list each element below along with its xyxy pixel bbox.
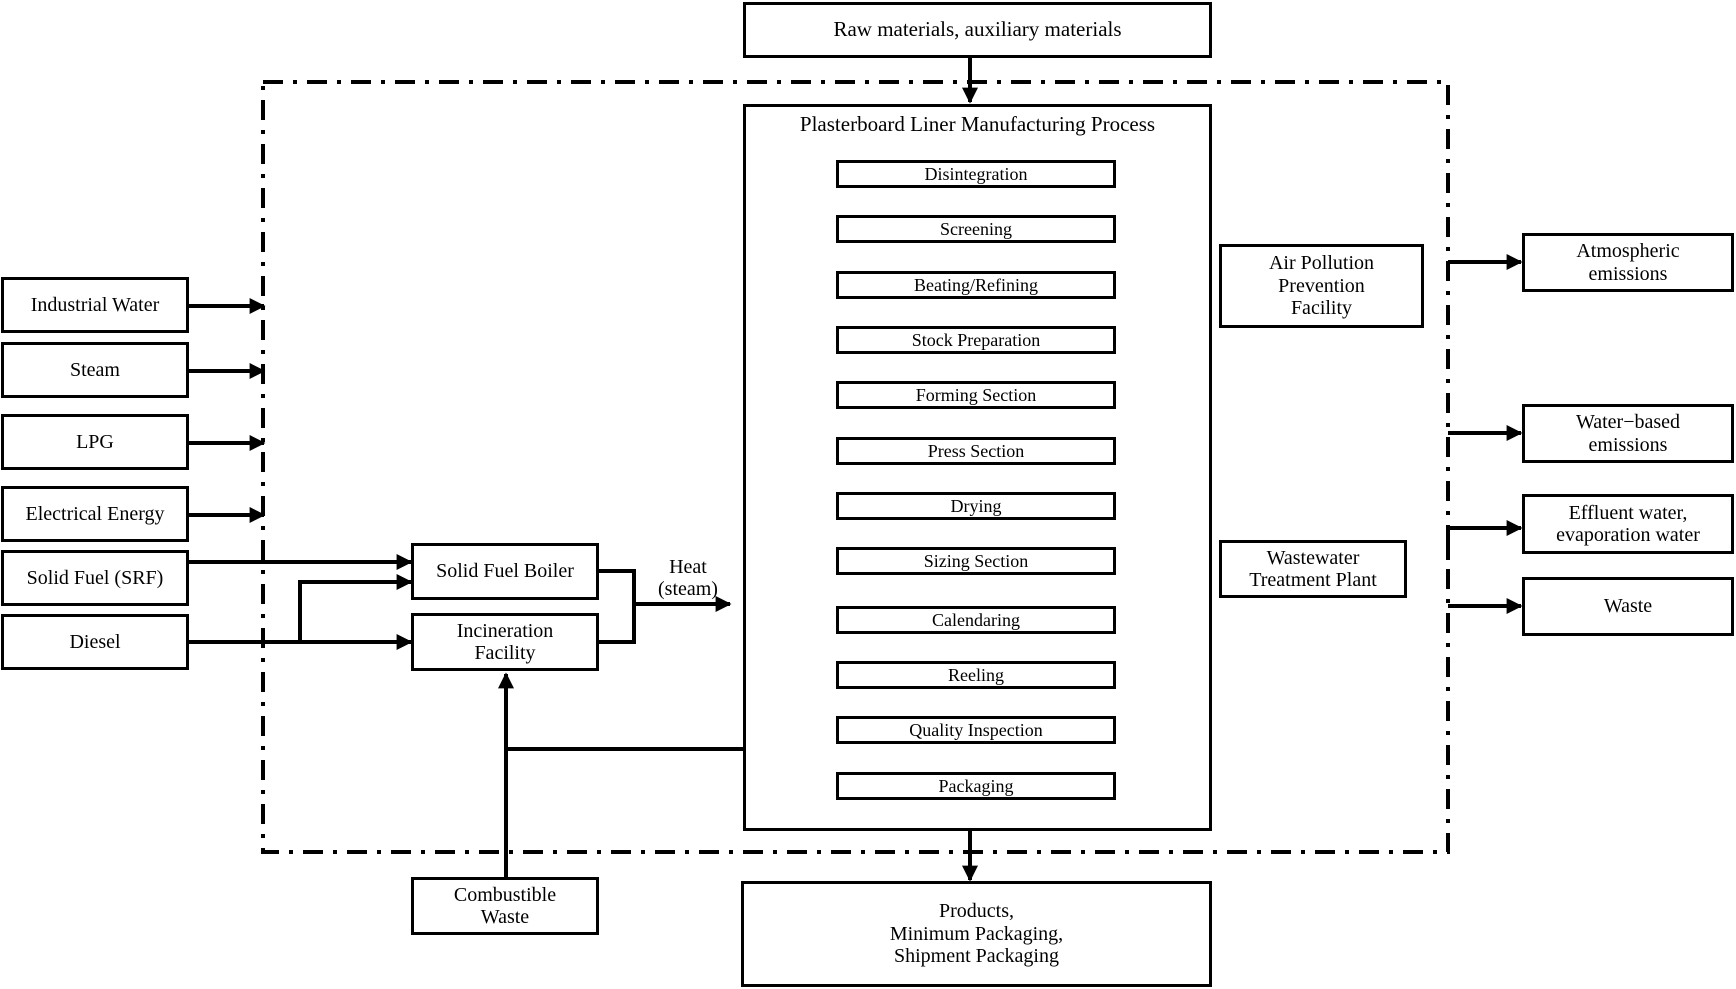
step-drying: Drying <box>836 492 1116 520</box>
step-label: Forming Section <box>915 384 1037 405</box>
input-diesel: Diesel <box>1 614 189 670</box>
step-stock-preparation: Stock Preparation <box>836 326 1116 354</box>
output-label: Atmospheric emissions <box>1576 240 1680 285</box>
combustible-waste-label: Combustible Waste <box>453 883 557 928</box>
step-label: Screening <box>940 218 1012 239</box>
output-water-based-emissions: Water−based emissions <box>1522 404 1734 463</box>
step-press-section: Press Section <box>836 437 1116 465</box>
step-forming-section: Forming Section <box>836 381 1116 409</box>
step-disintegration: Disintegration <box>836 160 1116 188</box>
heat-lines <box>599 569 732 644</box>
process-title: Plasterboard Liner Manufacturing Process <box>799 112 1156 136</box>
step-beating-refining: Beating/Refining <box>836 271 1116 299</box>
input-arrows <box>189 298 413 650</box>
step-quality-inspection: Quality Inspection <box>836 716 1116 744</box>
solid-fuel-boiler-label: Solid Fuel Boiler <box>436 560 574 583</box>
step-label: Disintegration <box>924 163 1028 184</box>
step-sizing-section: Sizing Section <box>836 547 1116 575</box>
products-label: Products, Minimum Packaging, Shipment Pa… <box>889 900 1064 968</box>
step-label: Packaging <box>938 775 1014 796</box>
raw-materials-box: Raw materials, auxiliary materials <box>743 2 1212 58</box>
step-label: Stock Preparation <box>911 329 1041 350</box>
output-label: Effluent water, evaporation water <box>1556 501 1700 546</box>
input-lpg: LPG <box>1 414 189 470</box>
output-label: Waste <box>1603 595 1653 618</box>
input-label: Solid Fuel (SRF) <box>26 566 164 589</box>
waste-feedback-lines <box>498 672 743 878</box>
step-label: Beating/Refining <box>914 274 1038 295</box>
input-label: Steam <box>70 358 120 381</box>
step-packaging: Packaging <box>836 772 1116 800</box>
wastewater-plant-box: Wastewater Treatment Plant <box>1219 540 1407 598</box>
incineration-facility-box: Incineration Facility <box>411 613 599 671</box>
air-pollution-facility-box: Air Pollution Prevention Facility <box>1219 244 1424 328</box>
products-box: Products, Minimum Packaging, Shipment Pa… <box>741 881 1212 987</box>
wastewater-plant-label: Wastewater Treatment Plant <box>1249 546 1377 591</box>
output-arrows <box>1446 254 1523 614</box>
step-calendaring: Calendaring <box>836 606 1116 634</box>
input-label: Industrial Water <box>30 293 160 316</box>
input-solid-fuel: Solid Fuel (SRF) <box>1 550 189 606</box>
raw-materials-label: Raw materials, auxiliary materials <box>833 17 1122 42</box>
input-electrical-energy: Electrical Energy <box>1 486 189 542</box>
output-label: Water−based emissions <box>1575 411 1681 456</box>
input-steam: Steam <box>1 342 189 398</box>
combustible-waste-box: Combustible Waste <box>411 877 599 935</box>
input-label: LPG <box>76 430 114 453</box>
step-reeling: Reeling <box>836 661 1116 689</box>
output-effluent-water: Effluent water, evaporation water <box>1522 494 1734 554</box>
diesel-branch <box>298 574 413 642</box>
step-label: Calendaring <box>932 609 1020 630</box>
step-label: Press Section <box>927 440 1025 461</box>
step-label: Quality Inspection <box>909 719 1043 740</box>
step-label: Sizing Section <box>923 550 1029 571</box>
heat-steam-label: Heat (steam) <box>658 556 718 600</box>
input-industrial-water: Industrial Water <box>1 277 189 333</box>
output-waste: Waste <box>1522 577 1734 636</box>
process-container: Plasterboard Liner Manufacturing Process <box>743 104 1212 831</box>
solid-fuel-boiler-box: Solid Fuel Boiler <box>411 543 599 600</box>
input-label: Electrical Energy <box>25 502 165 525</box>
output-atmospheric-emissions: Atmospheric emissions <box>1522 233 1734 292</box>
step-label: Drying <box>950 495 1002 516</box>
step-label: Reeling <box>948 664 1004 685</box>
input-label: Diesel <box>69 630 121 653</box>
air-pollution-facility-label: Air Pollution Prevention Facility <box>1268 252 1374 320</box>
system-boundary <box>261 80 1450 854</box>
incineration-facility-label: Incineration Facility <box>456 619 554 664</box>
step-screening: Screening <box>836 215 1116 243</box>
